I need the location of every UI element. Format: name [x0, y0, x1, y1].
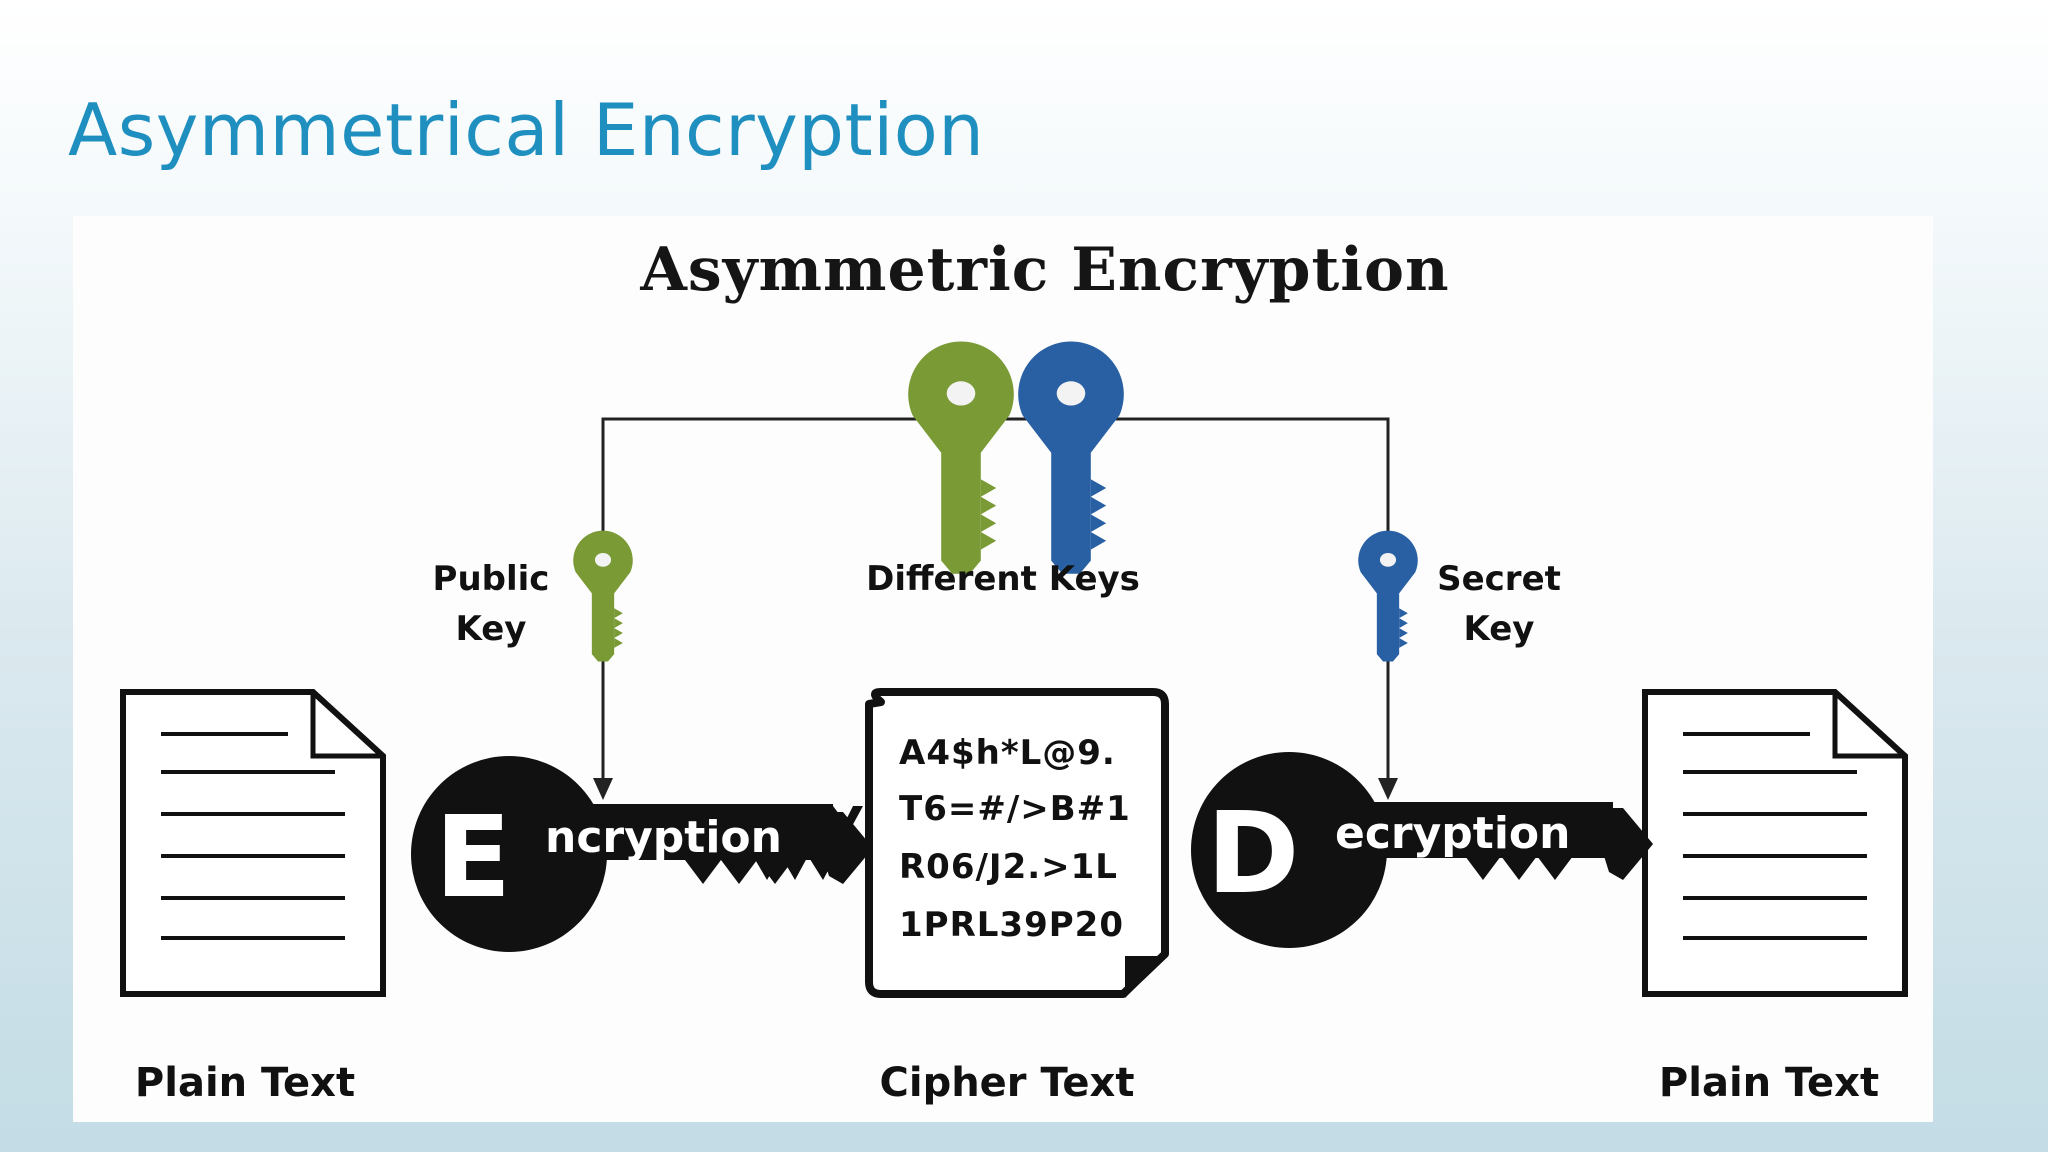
decryption-key-badge	[1191, 752, 1653, 948]
secret-key-label-line2: Key	[1464, 609, 1535, 649]
public-key-icon	[573, 530, 633, 662]
slide-title: Asymmetrical Encryption	[68, 88, 985, 172]
decryption-initial: D	[1207, 789, 1300, 919]
diagram-canvas: Asymmetric Encryption Different Keys Pub…	[120, 235, 1908, 1106]
cipher-line-3: R06/J2.>1L	[899, 847, 1118, 887]
plain-text-document-right	[1642, 689, 1908, 997]
arrow-to-encryption	[593, 778, 613, 800]
different-keys-icon	[908, 341, 1124, 574]
public-key-label-line2: Key	[456, 609, 527, 649]
different-keys-label: Different Keys	[866, 559, 1140, 599]
asymmetric-encryption-figure: Asymmetric Encryption Different Keys Pub…	[73, 216, 1933, 1122]
encryption-label: ncryption	[545, 812, 782, 863]
cipher-document-icon	[865, 688, 1169, 998]
plain-text-document-left	[120, 689, 386, 997]
encryption-initial: E	[435, 793, 512, 923]
public-key-label-line1: Public	[433, 559, 550, 599]
secret-key-label-line1: Secret	[1437, 559, 1561, 599]
cipher-line-2: T6=#/>B#1	[899, 789, 1131, 829]
cipher-line-4: 1PRL39P20	[899, 905, 1124, 945]
caption-cipher-text: Cipher Text	[880, 1060, 1135, 1106]
diagram-title: Asymmetric Encryption	[639, 235, 1449, 305]
cipher-line-1: A4$h*L@9.	[899, 733, 1116, 773]
encryption-key-badge	[411, 756, 873, 952]
arrow-to-decryption	[1378, 778, 1398, 800]
caption-plain-text-right: Plain Text	[1659, 1060, 1879, 1106]
decryption-label: ecryption	[1335, 808, 1570, 859]
secret-key-icon	[1358, 530, 1418, 662]
caption-plain-text-left: Plain Text	[135, 1060, 355, 1106]
